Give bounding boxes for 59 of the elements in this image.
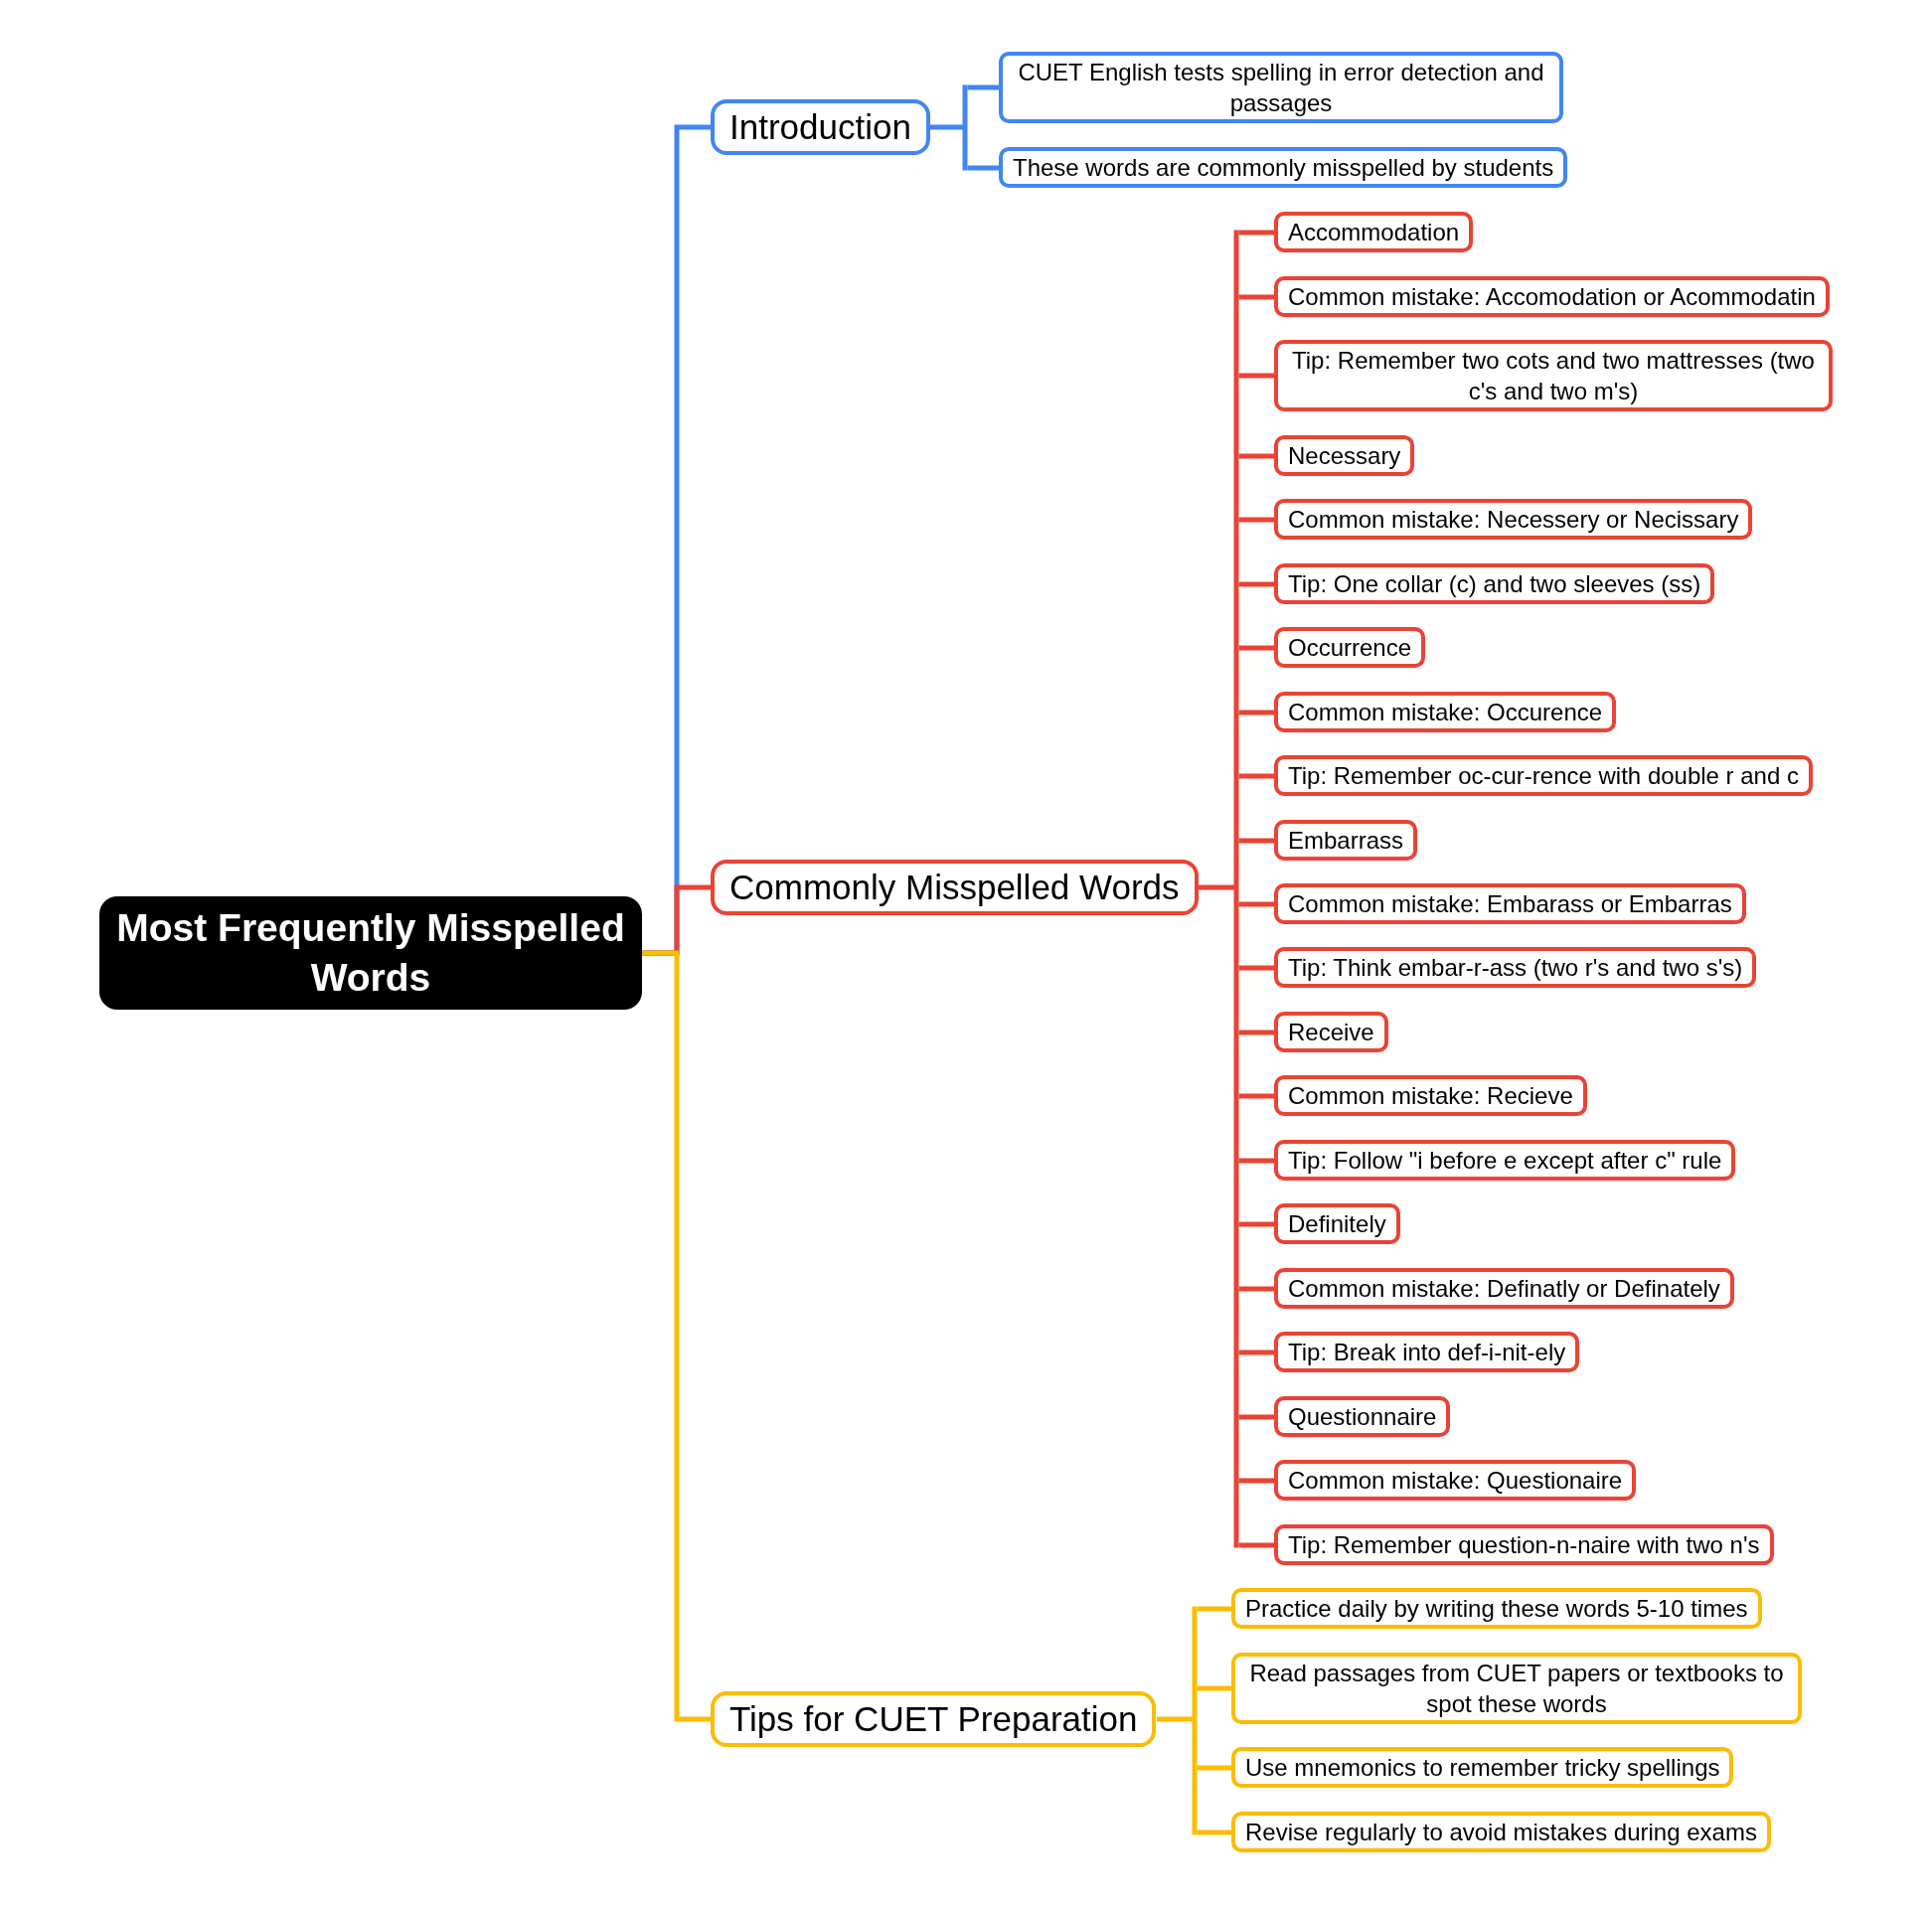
- subtopic-card: Receive: [1274, 1012, 1388, 1052]
- branch-topic-card: Introduction: [711, 99, 930, 155]
- subtopic-card: Use mnemonics to remember tricky spellings: [1231, 1747, 1734, 1788]
- subtopic-card: CUET English tests spelling in error detection and passages: [999, 52, 1563, 123]
- subtopic-card: Tip: Break into def-i-nit-ely: [1274, 1332, 1580, 1372]
- subtopic-card: Tip: Follow "i before e except after c" rule: [1274, 1140, 1736, 1181]
- connector-line: [1238, 517, 1274, 523]
- connector-line: [1238, 1478, 1274, 1484]
- connector-line: [1238, 645, 1274, 651]
- subtopic-card: These words are commonly misspelled by students: [999, 147, 1568, 188]
- connector-line: [1238, 230, 1274, 236]
- connector-line: [1238, 294, 1274, 300]
- connector-line: [1238, 1093, 1274, 1099]
- subtopic-card: Read passages from CUET papers or textbooks to spot these words: [1231, 1653, 1802, 1724]
- subtopic-card: Common mistake: Definatly or Definately: [1274, 1268, 1734, 1309]
- subtopic-card: Common mistake: Accomodation or Acommodatin: [1274, 276, 1830, 317]
- subtopic-card: Common mistake: Occurence: [1274, 692, 1617, 732]
- connector-line: [1238, 965, 1274, 971]
- subtopic-card: Accommodation: [1274, 212, 1474, 252]
- connector-line: [1238, 773, 1274, 779]
- subtopic-card: Practice daily by writing these words 5-10 times: [1231, 1588, 1762, 1629]
- subtopic-card: Occurrence: [1274, 627, 1426, 668]
- subtopic-card: Tip: Think embar-r-ass (two r's and two s's): [1274, 947, 1757, 988]
- subtopic-card: Tip: One collar (c) and two sleeves (ss): [1274, 563, 1715, 604]
- connector-line: [967, 165, 999, 171]
- connector-line: [1238, 838, 1274, 844]
- subtopic-card: Necessary: [1274, 435, 1415, 476]
- connector-line: [967, 84, 999, 90]
- connector-line: [642, 950, 711, 1722]
- central-topic-card: Most Frequently Misspelled Words: [99, 896, 642, 1010]
- connector-line: [1238, 1221, 1274, 1227]
- connector-line: [1197, 1765, 1231, 1771]
- connector-line: [1197, 1606, 1231, 1612]
- subtopic-card: Common mistake: Embarass or Embarras: [1274, 883, 1746, 924]
- connector-line: [1238, 1414, 1274, 1420]
- subtopic-card: Embarrass: [1274, 820, 1418, 861]
- subtopic-card: Tip: Remember two cots and two mattresses (two c's and two m's): [1274, 340, 1833, 411]
- connector-line: [1197, 1829, 1231, 1835]
- connector-line: [1238, 581, 1274, 587]
- subtopic-card: Tip: Remember oc-cur-rence with double r and c: [1274, 755, 1813, 796]
- connector-line: [1238, 1350, 1274, 1355]
- connector-line: [1197, 1685, 1231, 1691]
- branch-topic-card: Tips for CUET Preparation: [711, 1691, 1157, 1747]
- subtopic-card: Common mistake: Recieve: [1274, 1075, 1587, 1116]
- connector-line: [1238, 1158, 1274, 1164]
- subtopic-card: Revise regularly to avoid mistakes during exams: [1231, 1812, 1771, 1852]
- connector-line: [1238, 453, 1274, 459]
- subtopic-card: Questionnaire: [1274, 1396, 1451, 1437]
- subtopic-card: Definitely: [1274, 1203, 1400, 1244]
- connector-line: [1238, 710, 1274, 715]
- subtopic-card: Tip: Remember question-n-naire with two n's: [1274, 1524, 1774, 1565]
- subtopic-card: Common mistake: Necessery or Necissary: [1274, 499, 1753, 540]
- connector-line: [1238, 901, 1274, 907]
- subtopic-card: Common mistake: Questionaire: [1274, 1460, 1637, 1501]
- branch-topic-card: Commonly Misspelled Words: [711, 860, 1199, 915]
- connector-line: [1238, 1286, 1274, 1292]
- connector-line: [1238, 373, 1274, 379]
- connector-line: [1238, 1542, 1274, 1548]
- connector-line: [1238, 1030, 1274, 1035]
